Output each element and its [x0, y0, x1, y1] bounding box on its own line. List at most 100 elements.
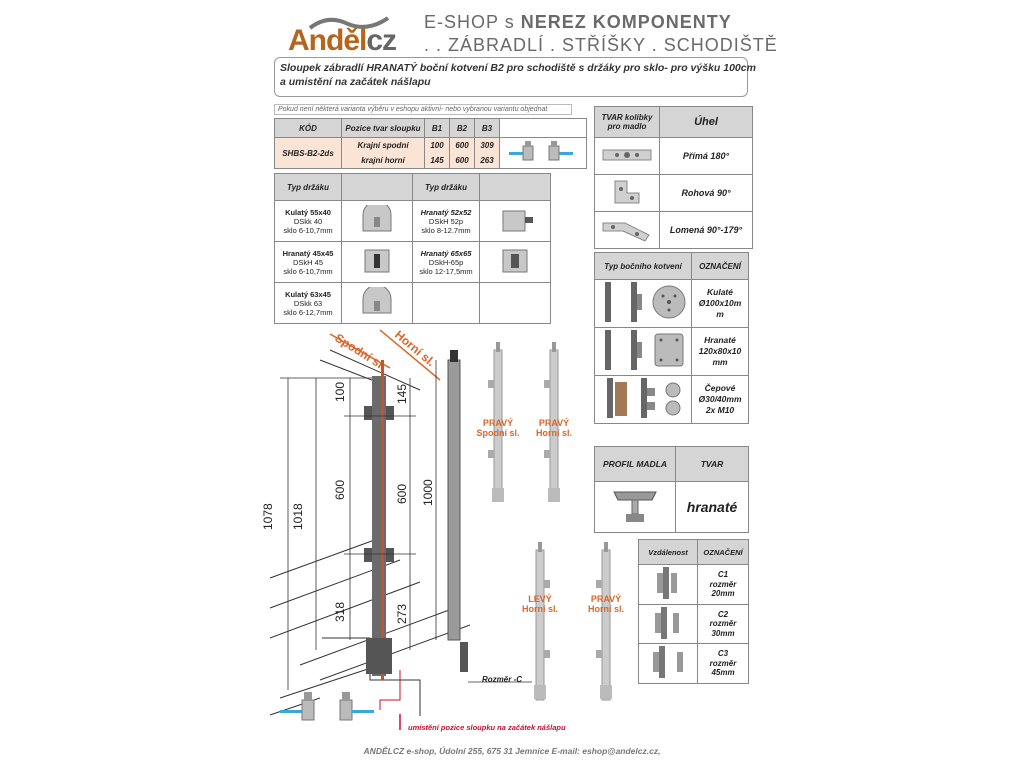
variant-3-pos: Horní sl. — [522, 604, 558, 614]
position-header: Pozice tvar sloupku — [341, 118, 425, 138]
spodni-label: Spodní sl. — [332, 331, 388, 373]
dim-600-left: 600 — [333, 480, 347, 500]
handrail-saddle-icon — [613, 491, 657, 522]
side-mount-extra: mm — [712, 357, 728, 367]
profile-image — [594, 481, 676, 533]
holder-code: DSkk 40 — [293, 216, 323, 226]
holder-kulaty-55: Kulatý 55x40 DSkk 40 sklo 6-10,7mm — [274, 200, 342, 242]
side-mount-table: Typ bočního kotvení OZNAČENÍ Kulaté Ø100… — [594, 252, 749, 424]
stair-outline — [269, 537, 471, 716]
holder-image-header-right — [479, 173, 551, 201]
square-glass-clamp-icon — [364, 249, 390, 273]
dimension-lines — [280, 360, 437, 690]
variant-4-side: PRAVÝ — [591, 593, 621, 604]
b2-header: B2 — [449, 118, 475, 138]
description-box — [274, 57, 748, 97]
square-mount-image — [594, 327, 692, 376]
product-code: SHBS-B2-2ds — [274, 137, 342, 169]
angle-header: Úhel — [659, 106, 753, 138]
corner-saddle-icon — [614, 180, 640, 204]
saddle-shape-table: TVAR kolíbky pro madlo Úhel Přímá 180° R… — [594, 106, 753, 249]
header-title: E-SHOP s NEREZ KOMPONENTY — [424, 12, 732, 33]
handrail-line — [319, 359, 383, 385]
variant-right-lower — [488, 342, 504, 502]
bent-saddle-icon — [602, 222, 650, 242]
header-title-prefix: E-SHOP s — [424, 12, 515, 32]
holder-orientation-icon — [509, 141, 573, 161]
header-title-strong: NEREZ KOMPONENTY — [520, 12, 732, 32]
bottom-holder-icons — [280, 692, 374, 721]
dim-145: 145 — [395, 384, 409, 404]
holder-name: Kulatý 63x45 — [285, 289, 331, 299]
angle-corner: Rohová 90° — [659, 174, 753, 212]
side-mount-size: Ø30/40mm — [698, 394, 742, 404]
andelcz-logo: Andělcz — [288, 12, 416, 57]
holder-kulaty-63: Kulatý 63x45 DSkk 63 sklo 6-12,7mm — [274, 282, 342, 324]
distance-c2-icon — [655, 606, 679, 639]
distance-word: rozměr — [709, 658, 737, 668]
code-header: KÓD — [274, 118, 342, 138]
distance-code: C1 — [717, 570, 729, 579]
holder-glass: sklo 8-12.7mm — [421, 225, 471, 235]
distance-c3-icon — [653, 646, 683, 678]
holder-name: Kulatý 55x40 — [285, 207, 331, 217]
side-mount-type: Čepové — [704, 383, 736, 393]
distance-word: rozměr — [709, 579, 737, 589]
square-glass-clamp-icon — [502, 210, 533, 232]
holder-kulaty-55-image — [341, 200, 413, 242]
holder-image-header-left — [341, 173, 413, 201]
holder-glass: sklo 6-10,7mm — [283, 266, 333, 276]
mount-plate — [366, 638, 392, 674]
pin-mount-label: Čepové Ø30/40mm 2x M10 — [691, 375, 749, 424]
square-glass-clamp-icon — [502, 249, 528, 273]
distance-table: Vzdálenost OZNAČENÍ C1 rozměr 20mm C2 ro… — [638, 539, 749, 684]
side-mount-type: Kulaté — [707, 287, 733, 297]
holder-name: Hranatý 52x52 — [420, 207, 472, 217]
dim-1000: 1000 — [421, 479, 435, 506]
b1-header: B1 — [424, 118, 450, 138]
post-axis — [381, 360, 384, 680]
holder-block — [364, 548, 372, 562]
holder-glass: sklo 6-10,7mm — [283, 225, 333, 235]
holder-code: DSkH-65p — [428, 257, 464, 267]
handrail-line — [329, 349, 421, 391]
side-mount-extra: m — [716, 309, 724, 319]
distance-value: 30mm — [711, 628, 735, 638]
holder-empty-cell — [412, 282, 480, 324]
side-mount — [460, 642, 468, 672]
availability-notice: Pokud není některá varianta výběru v esh… — [274, 104, 572, 115]
post-variants: PRAVÝ Spodní sl. PRAVÝ Horní sl. LEVÝ Ho… — [476, 342, 624, 701]
side-mount-size: 120x80x10 — [698, 346, 742, 356]
technical-drawing: Spodní sl. Horní sl. 1078 1018 100 145 6… — [261, 328, 566, 732]
holder-type-header-right: Typ držáku — [412, 173, 480, 201]
side-mount-type: Hranaté — [704, 335, 736, 345]
saddle-shape-header: TVAR kolíbky pro madlo — [594, 106, 660, 138]
round-glass-clamp-icon — [362, 284, 392, 314]
bent-saddle-image — [594, 211, 660, 249]
profile-shape-value: hranaté — [675, 481, 749, 533]
round-mount-plate-icon — [605, 282, 686, 322]
distance-header: Vzdálenost — [638, 539, 698, 565]
side-mount-label-header: OZNAČENÍ — [691, 252, 749, 280]
dim-100: 100 — [333, 382, 347, 402]
variant-1-side: PRAVÝ — [483, 417, 513, 428]
holder-hranaty-45: Hranatý 45x45 DSkH 45 sklo 6-10,7mm — [274, 241, 342, 283]
post-top — [450, 350, 458, 362]
holder-kulaty-63-image — [341, 282, 413, 324]
position-upper: krajní horní — [341, 153, 425, 169]
dim-600-right: 600 — [395, 484, 409, 504]
holder-name: Hranatý 45x45 — [282, 248, 334, 258]
holder-empty-cell — [479, 282, 551, 324]
orientation-icons — [499, 137, 587, 169]
distance-c1-label: C1 rozměr 20mm — [697, 564, 749, 605]
holder-name: Hranatý 65x65 — [420, 248, 472, 258]
holder-glass: sklo 6-12,7mm — [283, 307, 333, 317]
placement-note: umístění pozice sloupku na začátek nášla… — [408, 723, 566, 732]
spodni-arrow — [329, 333, 391, 369]
holder-hranaty-52-image — [479, 200, 551, 242]
logo-cz-suffix: cz — [366, 24, 397, 57]
variant-2-side: PRAVÝ — [539, 417, 569, 428]
handrail-profile-table: PROFIL MADLA TVAR hranaté — [594, 446, 749, 533]
rozmer-c-label: Rozměr -C — [482, 675, 522, 684]
horni-label: Horní sl. — [392, 328, 438, 370]
